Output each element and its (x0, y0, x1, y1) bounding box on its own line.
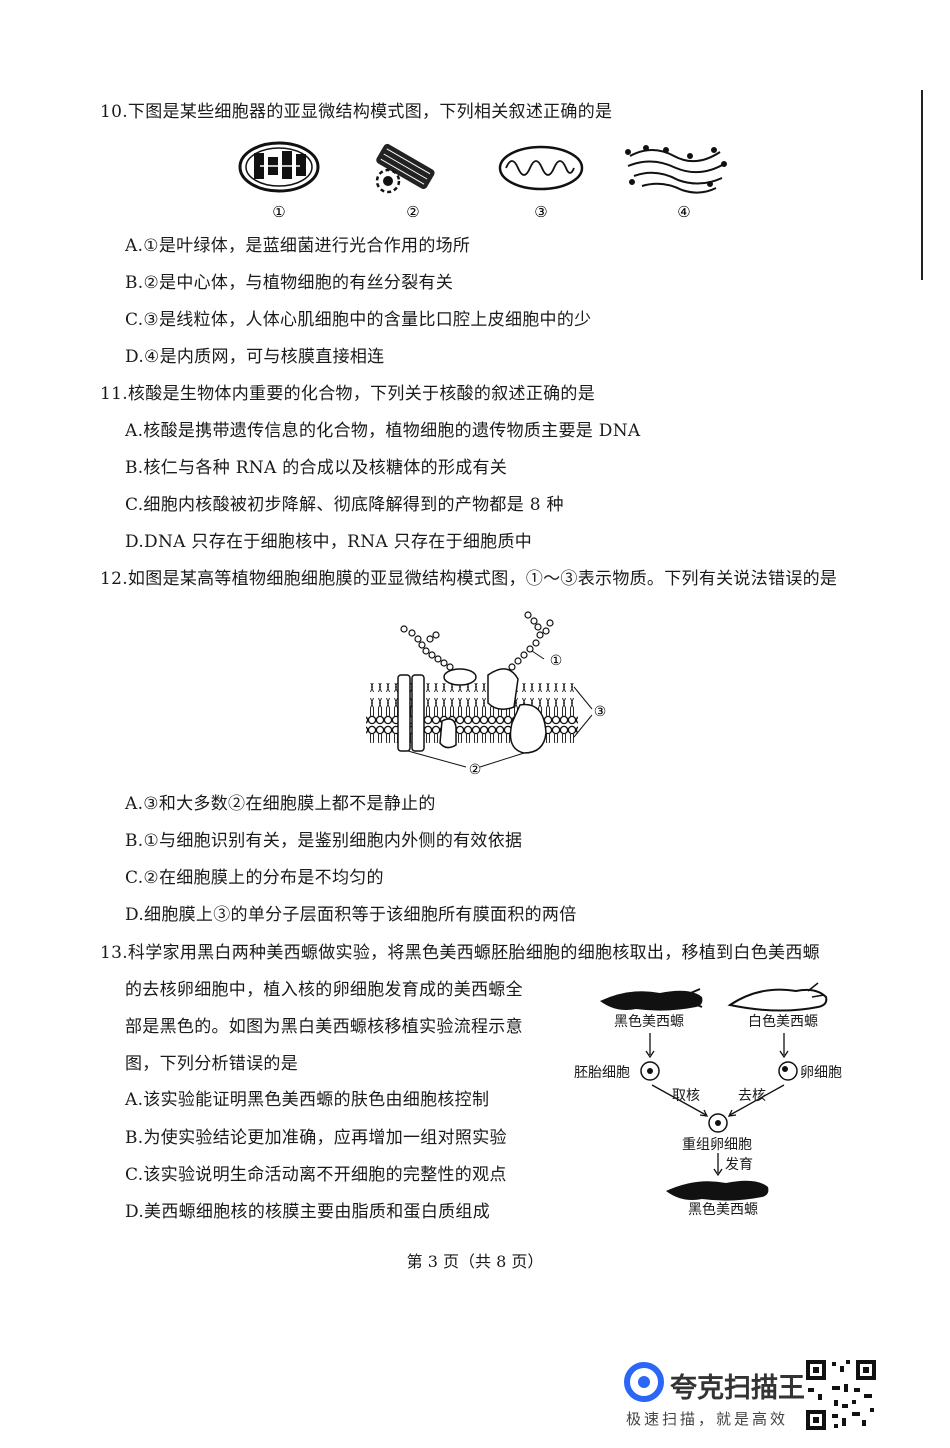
q11-stem: 11.核酸是生物体内重要的化合物，下列关于核酸的叙述正确的是 (100, 384, 596, 404)
label-result-axolotl: 黑色美西螈 (688, 1202, 758, 1218)
chloroplast-icon (238, 141, 320, 193)
q12-option-b: B.①与细胞识别有关，是鉴别细胞内外侧的有效依据 (125, 831, 523, 851)
q10-label-2: ② (406, 203, 419, 221)
glycoprotein-chains (400, 611, 554, 671)
q10-label-4: ④ (677, 203, 690, 221)
q12-stem: 12.如图是某高等植物细胞细胞膜的亚显微结构模式图，①～③表示物质。下列有关说法… (100, 569, 838, 589)
q12-label-2: ② (469, 762, 482, 778)
watermark-brand: 夸克扫描王 (670, 1373, 805, 1404)
q13-option-a: A.该实验能证明黑色美西螈的肤色由细胞核控制 (125, 1090, 490, 1110)
cell-membrane-figure: ① ③ ② (366, 611, 607, 778)
label-egg-cell: 卵细胞 (800, 1065, 842, 1081)
q10-label-1: ① (272, 203, 285, 221)
watermark-slogan: 极速扫描，就是高效 (626, 1410, 789, 1428)
q11-option-b: B.核仁与各种 RNA 的合成以及核糖体的形成有关 (125, 458, 508, 478)
label-develop: 发育 (725, 1157, 753, 1173)
q10-organelle-figure: ① ② ③ ④ (238, 141, 727, 221)
egg-cell-icon (778, 1061, 798, 1081)
page-edge-bar (921, 90, 923, 280)
label-take-nucleus: 取核 (672, 1088, 700, 1104)
endoplasmic-reticulum-icon (625, 145, 727, 194)
q13-option-d: D.美西螈细胞核的核膜主要由脂质和蛋白质组成 (125, 1202, 491, 1222)
q10-option-b: B.②是中心体，与植物细胞的有丝分裂有关 (125, 273, 454, 293)
q13-option-b: B.为使实验结论更加准确，应再增加一组对照实验 (125, 1128, 507, 1148)
q11-option-d: D.DNA 只存在于细胞核中，RNA 只存在于细胞质中 (125, 532, 533, 552)
inner-protein-large (509, 703, 547, 754)
surface-protein (443, 668, 477, 686)
q13-stem-line-1: 13.科学家用黑白两种美西螈做实验，将黑色美西螈胚胎细胞的细胞核取出，移植到白色… (100, 943, 820, 963)
label-remove-nucleus: 去核 (738, 1088, 766, 1104)
scanner-logo-icon (624, 1362, 664, 1402)
q12-label-3: ③ (594, 704, 607, 720)
label-black-axolotl: 黑色美西螈 (614, 1014, 684, 1030)
q10-option-c: C.③是线粒体，人体心肌细胞中的含量比口腔上皮细胞中的少 (125, 310, 592, 330)
q12-option-c: C.②在细胞膜上的分布是不均匀的 (125, 868, 384, 888)
q13-stem-line-3: 部是黑色的。如图为黑白美西螈核移植实验流程示意 (125, 1017, 523, 1037)
q11-option-c: C.细胞内核酸被初步降解、彻底降解得到的产物都是 8 种 (125, 495, 564, 515)
q10-label-3: ③ (534, 203, 547, 221)
nuclear-transplant-figure: 黑色美西螈 白色美西螈 胚胎细胞 卵细胞 取核 去核 重组卵细胞 发育 黑色美西… (560, 975, 860, 1225)
label-recombined-egg: 重组卵细胞 (682, 1137, 752, 1153)
q13-option-c: C.该实验说明生命活动离不开细胞的完整性的观点 (125, 1165, 507, 1185)
q12-option-d: D.细胞膜上③的单分子层面积等于该细胞所有膜面积的两倍 (125, 905, 577, 925)
q12-label-1: ① (550, 653, 563, 669)
q13-stem-line-4: 图，下列分析错误的是 (125, 1054, 298, 1074)
q10-stem: 10.下图是某些细胞器的亚显微结构模式图，下列相关叙述正确的是 (100, 102, 613, 122)
inner-protein-small (439, 718, 457, 749)
q11-option-a: A.核酸是携带遗传信息的化合物，植物细胞的遗传物质主要是 DNA (125, 421, 641, 441)
q10-option-a: A.①是叶绿体，是蓝细菌进行光合作用的场所 (125, 236, 471, 256)
page-footer: 第 3 页（共 8 页） (406, 1252, 544, 1271)
channel-protein (397, 674, 425, 752)
label-embryo-cell: 胚胎细胞 (574, 1065, 630, 1081)
result-axolotl-icon (666, 1180, 769, 1201)
qr-code-icon (804, 1358, 878, 1432)
q10-option-d: D.④是内质网，可与核膜直接相连 (125, 347, 385, 367)
white-axolotl-icon (727, 988, 828, 1012)
black-axolotl-icon (600, 990, 703, 1011)
embedded-protein (487, 668, 519, 710)
q13-stem-line-2: 的去核卵细胞中，植入核的卵细胞发育成的美西螈全 (125, 980, 523, 1000)
label-white-axolotl: 白色美西螈 (748, 1014, 818, 1030)
mitochondrion-icon (498, 145, 584, 191)
q12-option-a: A.③和大多数②在细胞膜上都不是静止的 (125, 794, 436, 814)
centrosome-icon (375, 143, 435, 194)
